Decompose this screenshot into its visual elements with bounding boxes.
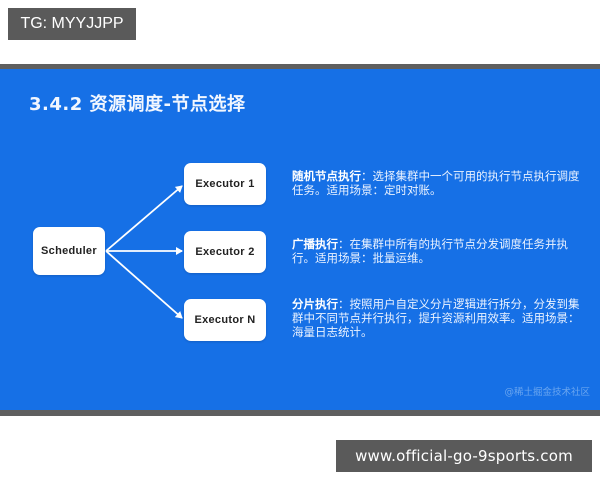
watermark: @稀土掘金技术社区 bbox=[504, 387, 590, 398]
arrow-to-executor-n bbox=[105, 250, 183, 319]
description-text: ：选择集群中一个可用的执行节点执行调度任务。适用场景：定时对账。 bbox=[292, 169, 580, 197]
slide: 3.4.2 资源调度-节点选择 Scheduler Executor 1 Exe… bbox=[0, 69, 600, 410]
description-term: 广播执行 bbox=[292, 237, 338, 251]
description-term: 随机节点执行 bbox=[292, 169, 361, 183]
scheduler-node: Scheduler bbox=[33, 227, 105, 275]
executor-2-node: Executor 2 bbox=[184, 231, 266, 273]
description-sharding: 分片执行：按照用户自定义分片逻辑进行拆分，分发到集群中不同节点并行执行，提升资源… bbox=[292, 297, 582, 339]
executor-n-node: Executor N bbox=[184, 299, 266, 341]
arrow-to-executor-1 bbox=[105, 185, 183, 252]
description-text: ：按照用户自定义分片逻辑进行拆分，分发到集群中不同节点并行执行，提升资源利用效率… bbox=[292, 297, 580, 339]
description-term: 分片执行 bbox=[292, 297, 338, 311]
executor-1-node: Executor 1 bbox=[184, 163, 266, 205]
description-broadcast: 广播执行：在集群中所有的执行节点分发调度任务并执行。适用场景：批量运维。 bbox=[292, 237, 582, 265]
description-random: 随机节点执行：选择集群中一个可用的执行节点执行调度任务。适用场景：定时对账。 bbox=[292, 169, 582, 197]
slide-frame: 3.4.2 资源调度-节点选择 Scheduler Executor 1 Exe… bbox=[0, 64, 600, 416]
tg-tag-label: TG: MYYJJPP bbox=[8, 8, 136, 40]
slide-title: 3.4.2 资源调度-节点选择 bbox=[29, 94, 246, 115]
url-label: www.official-go-9sports.com bbox=[336, 440, 592, 472]
description-text: ：在集群中所有的执行节点分发调度任务并执行。适用场景：批量运维。 bbox=[292, 237, 568, 265]
